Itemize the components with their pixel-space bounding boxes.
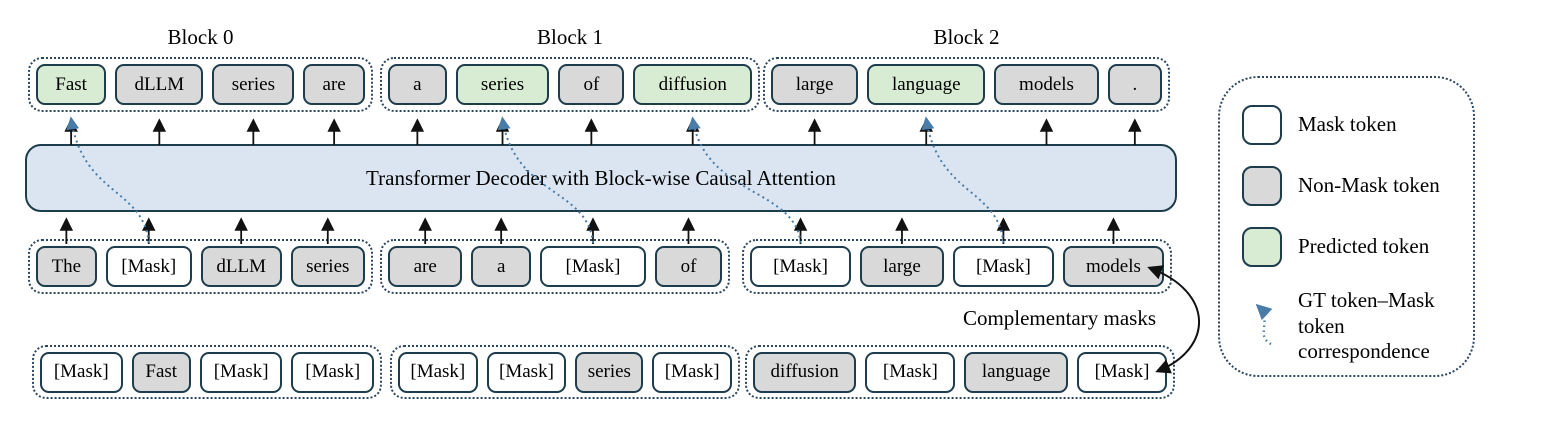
- non-mask-token: models: [994, 64, 1099, 105]
- mask-token: [Mask]: [398, 351, 478, 393]
- mask-token: [Mask]: [750, 246, 852, 287]
- mask-token: [Mask]: [105, 246, 192, 287]
- mask-token: [Mask]: [199, 351, 283, 393]
- non-mask-token: The: [36, 246, 97, 287]
- mask-token-swatch: [1242, 105, 1282, 145]
- non-mask-token: Fast: [131, 351, 191, 393]
- transformer-decoder-label: Transformer Decoder with Block-wise Caus…: [366, 165, 836, 190]
- predicted-token: Fast: [36, 64, 107, 105]
- non-mask-token: a: [388, 64, 447, 105]
- token-group: [Mask][Mask]series[Mask]: [390, 345, 740, 399]
- non-mask-token: a: [471, 246, 531, 287]
- non-mask-token: dLLM: [200, 246, 282, 287]
- legend-label-non-mask: Non-Mask token: [1298, 173, 1440, 197]
- non-mask-token: of: [558, 64, 625, 105]
- correspondence-arrow-icon: [1242, 288, 1282, 348]
- mask-token: [Mask]: [865, 351, 956, 393]
- token-group: [Mask]large[Mask]models: [742, 239, 1172, 294]
- non-mask-token: are: [303, 64, 366, 105]
- non-mask-token: models: [1062, 246, 1164, 287]
- mask-token: [Mask]: [652, 351, 732, 393]
- non-mask-token: large: [771, 64, 859, 105]
- block-0-label: Block 0: [167, 25, 234, 49]
- non-mask-token: dLLM: [115, 64, 204, 105]
- predicted-token: language: [867, 64, 986, 105]
- non-mask-token: series: [212, 64, 295, 105]
- mask-token: [Mask]: [486, 351, 567, 393]
- legend-item-predicted: Predicted token: [1242, 227, 1455, 267]
- non-mask-token: language: [964, 351, 1069, 393]
- mask-token: [Mask]: [40, 351, 123, 393]
- block-2-label: Block 2: [933, 25, 1000, 49]
- mask-token: [Mask]: [539, 246, 646, 287]
- non-mask-token: .: [1107, 64, 1162, 105]
- legend-label-predicted: Predicted token: [1298, 234, 1430, 258]
- legend-item-correspondence: GT token–Mask token correspondence: [1242, 288, 1455, 365]
- non-mask-token: series: [290, 246, 365, 287]
- legend-item-mask: Mask token: [1242, 105, 1455, 145]
- predicted-token: diffusion: [633, 64, 752, 105]
- non-mask-token: of: [655, 246, 722, 287]
- legend: Mask token Non-Mask token Predicted toke…: [1218, 76, 1475, 377]
- non-mask-token-swatch: [1242, 166, 1282, 206]
- mask-token: [Mask]: [291, 351, 374, 393]
- predicted-token: series: [455, 64, 550, 105]
- transformer-decoder-box: Transformer Decoder with Block-wise Caus…: [25, 144, 1177, 212]
- non-mask-token: large: [860, 246, 944, 287]
- non-mask-token: series: [575, 351, 644, 393]
- legend-item-non-mask: Non-Mask token: [1242, 166, 1455, 206]
- legend-label-mask: Mask token: [1298, 112, 1397, 136]
- token-group: diffusion[Mask]language[Mask]: [745, 345, 1175, 399]
- legend-label-correspondence: GT token–Mask token correspondence: [1298, 288, 1435, 364]
- mask-token: [Mask]: [952, 246, 1054, 287]
- non-mask-token: diffusion: [753, 351, 857, 393]
- block-1-label: Block 1: [537, 25, 603, 49]
- complementary-masks-label: Complementary masks: [962, 306, 1156, 330]
- mask-token: [Mask]: [1077, 351, 1167, 393]
- predicted-token-swatch: [1242, 227, 1282, 267]
- token-group: [Mask]Fast[Mask][Mask]: [32, 345, 382, 399]
- non-mask-token: are: [388, 246, 463, 287]
